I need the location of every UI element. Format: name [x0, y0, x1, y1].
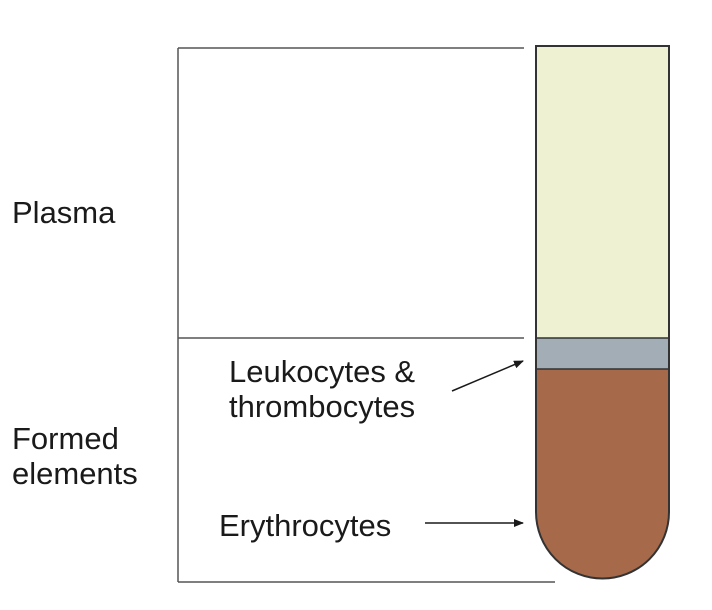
formed-elements-label: Formed elements	[12, 421, 138, 491]
buffy-coat-layer	[536, 338, 669, 369]
erythrocyte-layer	[536, 369, 669, 579]
formed-elements-label-line2: elements	[12, 456, 138, 491]
test-tube-outline	[535, 45, 670, 580]
leukocytes-arrow	[451, 360, 524, 392]
leukocytes-thrombocytes-label: Leukocytes & thrombocytes	[229, 354, 415, 424]
leukocytes-label-line2: thrombocytes	[229, 389, 416, 424]
plasma-layer	[536, 46, 669, 338]
leukocytes-label-line1: Leukocytes &	[229, 354, 416, 389]
erythrocytes-label: Erythrocytes	[219, 508, 392, 543]
plasma-label: Plasma	[12, 195, 116, 230]
formed-elements-label-line1: Formed	[12, 421, 119, 456]
